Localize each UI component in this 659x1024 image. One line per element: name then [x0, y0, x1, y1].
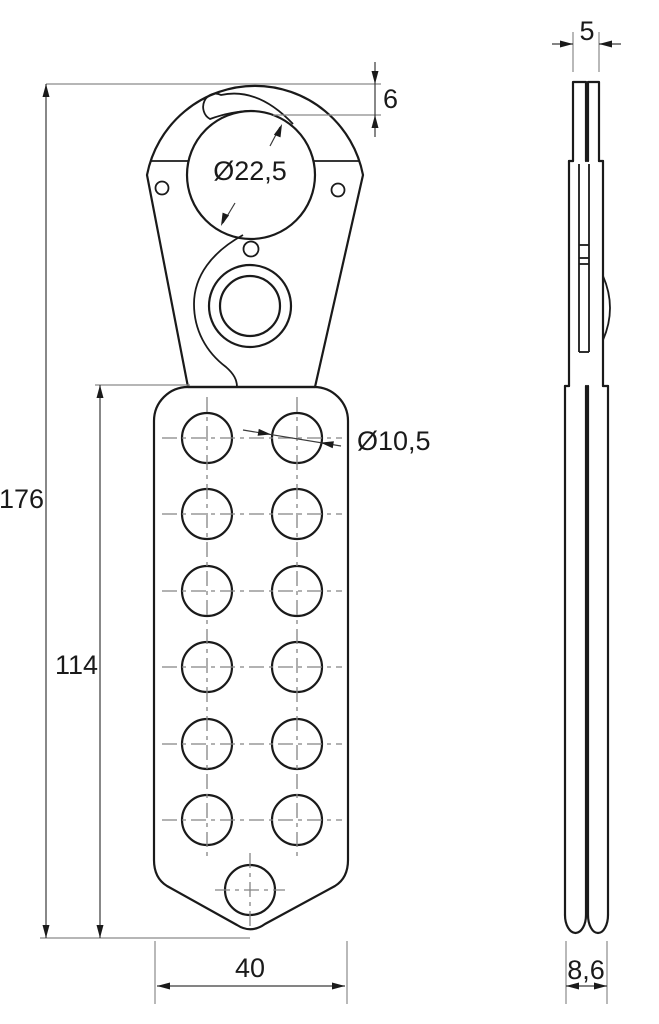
dim-label-body-width: 40	[235, 953, 265, 983]
arrowhead-down-icon	[42, 925, 50, 938]
pivot-rivet	[242, 240, 260, 258]
side-ring-bulge	[602, 275, 611, 341]
rivet-hole-right	[330, 182, 346, 198]
ring-inner	[218, 274, 282, 338]
arrowhead-left-icon	[320, 441, 334, 449]
dim-label-padlock-hole: Ø10,5	[357, 426, 431, 456]
dim-body-width: 40	[157, 953, 345, 990]
jaw-plate-edge	[193, 234, 244, 388]
dim-body-height: 114	[55, 385, 104, 938]
centerlines	[162, 397, 342, 927]
side-top-plate-left	[571, 80, 588, 163]
side-top-plate-right	[586, 80, 601, 163]
arrowhead-left-icon	[157, 982, 170, 990]
arrowhead-right-icon	[332, 982, 345, 990]
dim-head-offset: 6	[371, 62, 398, 137]
front-view	[145, 84, 365, 931]
dimensions: 176 114 40 6 5	[0, 16, 621, 1004]
arrowhead-right-icon	[594, 982, 607, 990]
arrowhead-down-icon	[96, 925, 104, 938]
arrowhead-up-icon	[371, 115, 379, 128]
dim-padlock-hole: Ø10,5	[242, 426, 431, 456]
side-body-bottom-right	[586, 913, 610, 935]
dim-total-height: 176	[0, 84, 50, 938]
dim-label-head-offset: 6	[383, 84, 398, 114]
padlock-holes	[180, 411, 324, 917]
arrowhead-down-icon	[371, 71, 379, 84]
side-view	[563, 80, 611, 935]
arrowhead-left-icon	[566, 982, 579, 990]
arrowhead-right-icon	[560, 40, 573, 48]
arrowhead-up-right-icon	[273, 124, 282, 138]
dim-label-body-height: 114	[55, 650, 98, 680]
ring-outer	[207, 263, 293, 349]
head-outline	[145, 84, 365, 389]
body-outline	[152, 385, 350, 931]
dim-clamp-bore: Ø22,5	[213, 124, 287, 226]
arrowhead-up-icon	[96, 385, 104, 398]
jaw-slot	[202, 92, 294, 125]
dim-label-total-height: 176	[0, 484, 44, 514]
dim-plate-thickness: 5	[552, 16, 621, 48]
dim-stack-thickness: 8,6	[566, 955, 607, 990]
dim-label-plate-thickness: 5	[579, 16, 594, 46]
arrowhead-down-left-icon	[221, 212, 230, 226]
dim-label-stack-thickness: 8,6	[567, 955, 605, 985]
arrowhead-left-icon	[599, 40, 612, 48]
rivet-hole-left	[154, 180, 170, 196]
arrowhead-right-icon	[257, 428, 271, 436]
side-body-bottom-left	[563, 913, 588, 935]
dim-label-clamp-bore: Ø22,5	[213, 156, 287, 186]
arrowhead-up-icon	[42, 84, 50, 97]
